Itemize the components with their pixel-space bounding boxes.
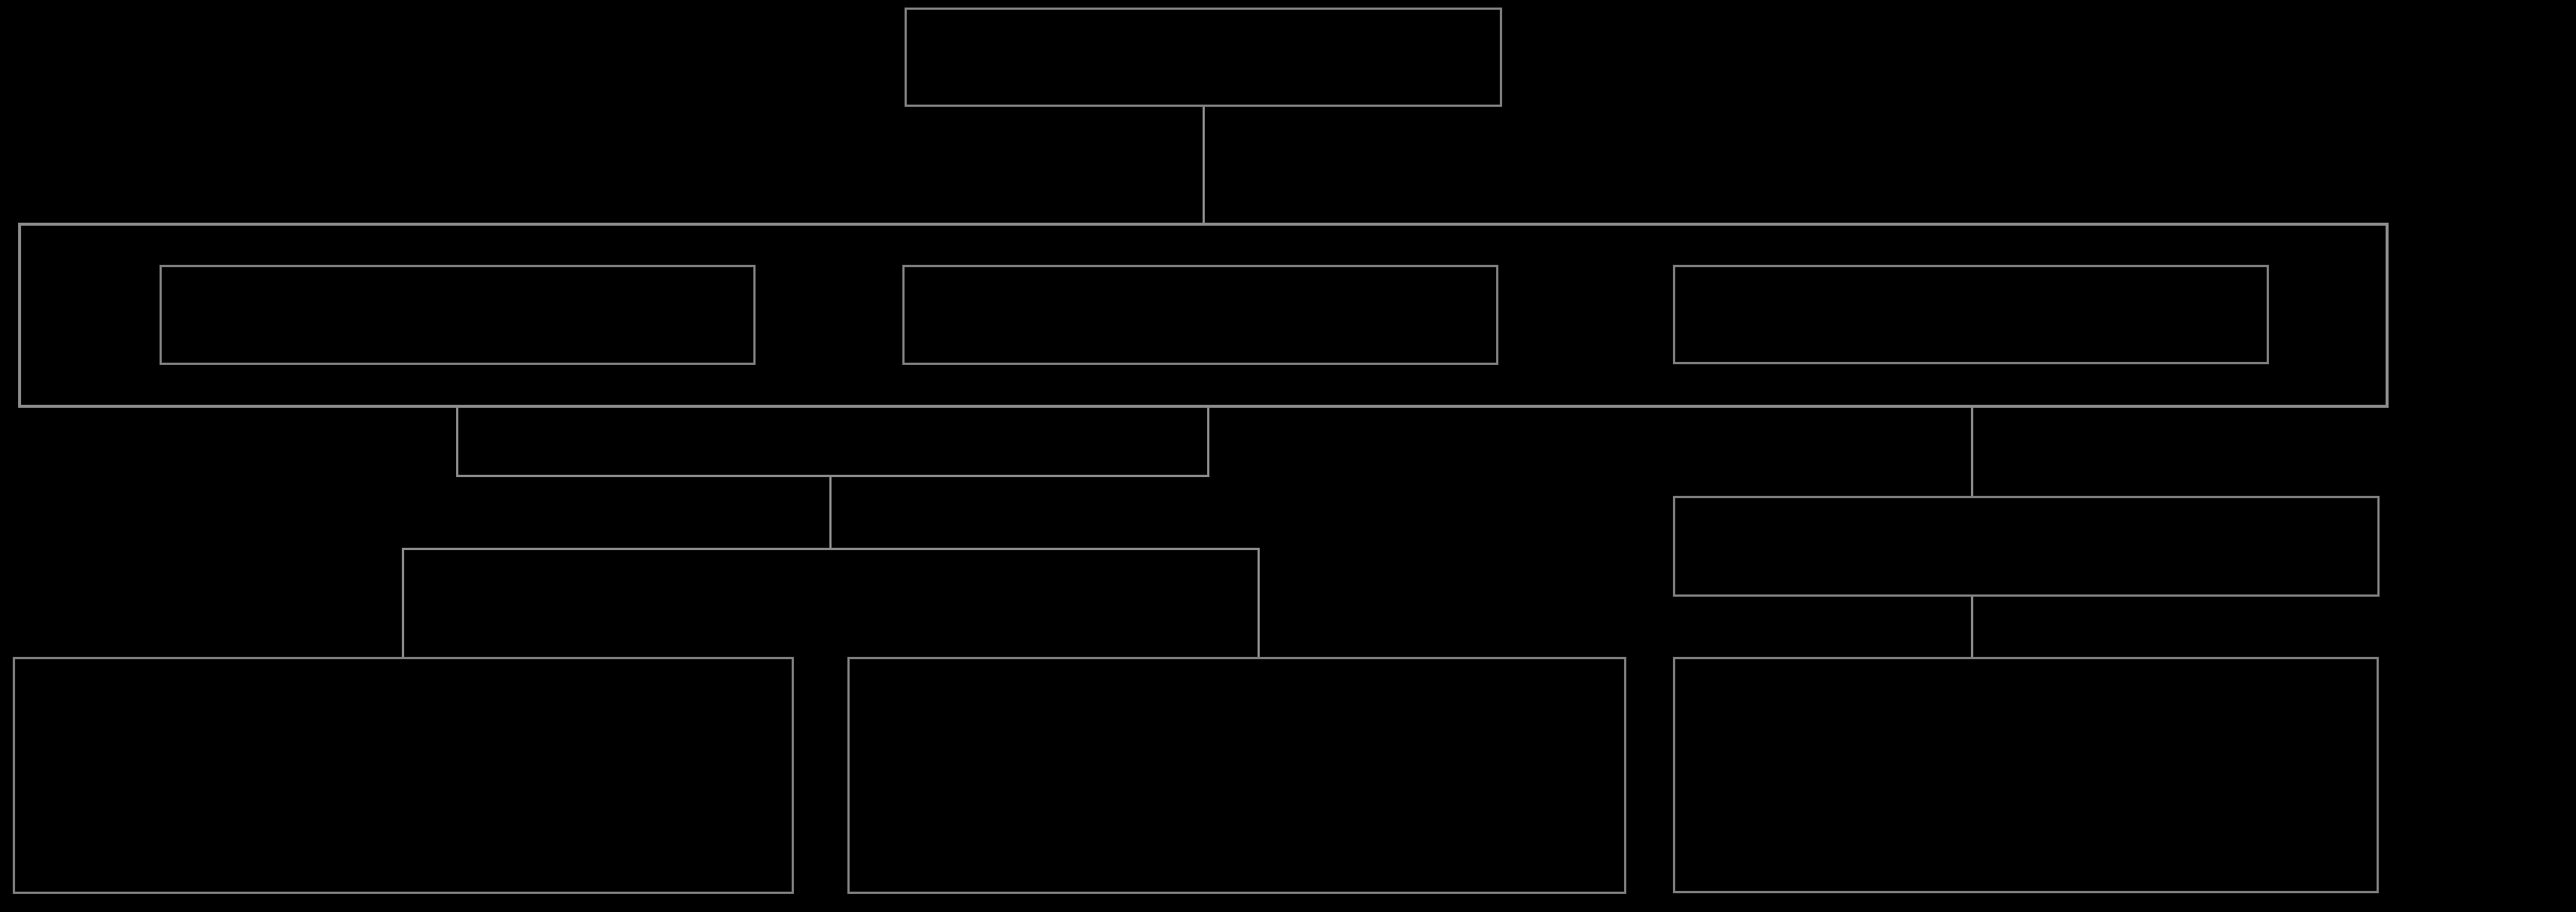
edge-fanout-right-drop (1258, 548, 1260, 658)
node-top-box (905, 8, 1502, 107)
edge-merge-bus-upper (456, 475, 1209, 477)
edge-fanout-bus-lower (402, 548, 1260, 550)
node-inner-right (1673, 265, 2269, 364)
edge-mid-right-drop (1971, 597, 1973, 658)
edge-top-to-container (1203, 107, 1205, 223)
edge-inner-left-drop (456, 365, 458, 476)
edge-fanout-left-drop (402, 548, 404, 658)
node-bottom-right (1673, 657, 2379, 893)
node-bottom-middle (847, 657, 1626, 894)
node-bottom-left (13, 657, 794, 894)
edge-inner-right-drop (1971, 365, 1973, 497)
node-mid-right-box (1673, 496, 2380, 597)
node-inner-middle (902, 265, 1498, 365)
edge-merge-bus-connector (829, 475, 832, 550)
node-inner-left (160, 265, 756, 365)
edge-inner-middle-drop (1207, 365, 1209, 476)
